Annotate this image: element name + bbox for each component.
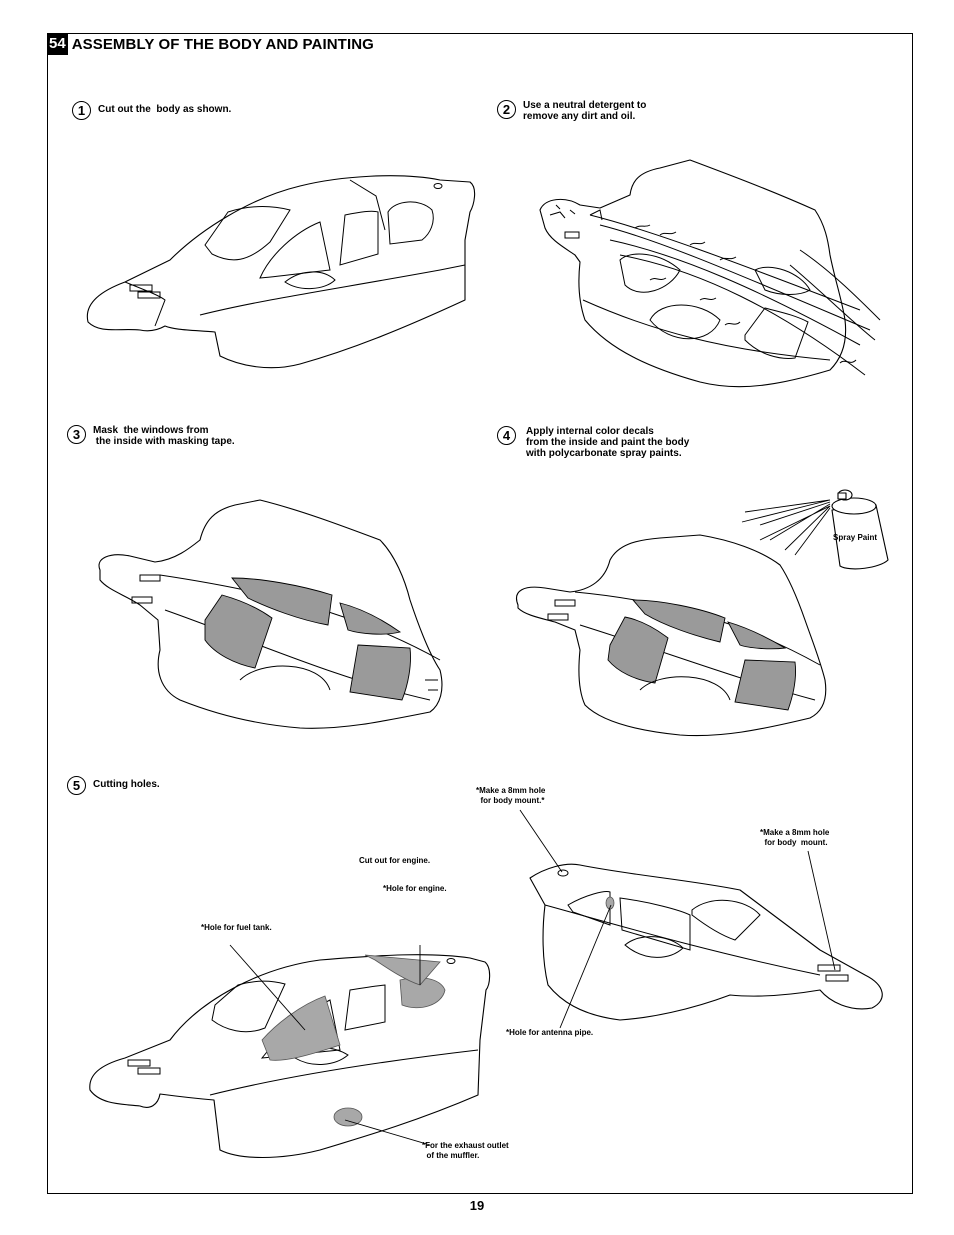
step-5-number: 5 bbox=[67, 776, 86, 795]
step-2-number: 2 bbox=[497, 100, 516, 119]
section-header: 54 ASSEMBLY OF THE BODY AND PAINTING bbox=[47, 33, 374, 55]
spray-paint-label: Spray Paint bbox=[833, 533, 878, 542]
exhaust-outlet-label: *For the exhaust outlet of the muffler. bbox=[422, 1141, 509, 1160]
step-5-left-body-illustration bbox=[89, 944, 491, 1158]
step-4-body-illustration bbox=[516, 489, 889, 737]
page-number: 19 bbox=[469, 1198, 485, 1213]
section-title: ASSEMBLY OF THE BODY AND PAINTING bbox=[71, 35, 374, 53]
step-3-number: 3 bbox=[67, 425, 86, 444]
step-1: 1 Cut out the body as shown. bbox=[72, 101, 231, 120]
antenna-hole-label: *Hole for antenna pipe. bbox=[506, 1028, 594, 1037]
hole-fuel-tank-label: *Hole for fuel tank. bbox=[201, 923, 272, 932]
step-5-right-body-illustration bbox=[519, 809, 883, 1029]
section-number: 54 bbox=[47, 33, 68, 55]
body-mount-hole-right-label: *Make a 8mm hole for body mount. bbox=[760, 828, 830, 847]
step-5: 5 Cutting holes. bbox=[67, 776, 160, 795]
step-1-body-illustration bbox=[86, 175, 476, 369]
hole-engine-label: *Hole for engine. bbox=[383, 884, 447, 893]
cut-out-engine-label: Cut out for engine. bbox=[359, 856, 431, 865]
body-mount-hole-left-label: *Make a 8mm hole for body mount.* bbox=[476, 786, 546, 805]
step-4-text: Apply internal color decals from the ins… bbox=[526, 426, 690, 459]
step-3-text: Mask the windows from the inside with ma… bbox=[93, 425, 235, 447]
step-1-text: Cut out the body as shown. bbox=[98, 104, 232, 115]
step-4-number: 4 bbox=[497, 426, 516, 445]
step-2: 2 Use a neutral detergent to remove any … bbox=[497, 100, 646, 122]
step-3: 3 Mask the windows from the inside with … bbox=[67, 425, 235, 447]
step-2-text: Use a neutral detergent to remove any di… bbox=[523, 100, 647, 122]
step-4: 4 Apply internal color decals from the i… bbox=[497, 426, 689, 459]
step-3-body-illustration bbox=[98, 499, 443, 729]
step-2-body-illustration bbox=[539, 159, 881, 388]
step-1-number: 1 bbox=[72, 101, 91, 120]
page-frame bbox=[47, 33, 913, 1194]
step-5-text: Cutting holes. bbox=[93, 779, 160, 790]
